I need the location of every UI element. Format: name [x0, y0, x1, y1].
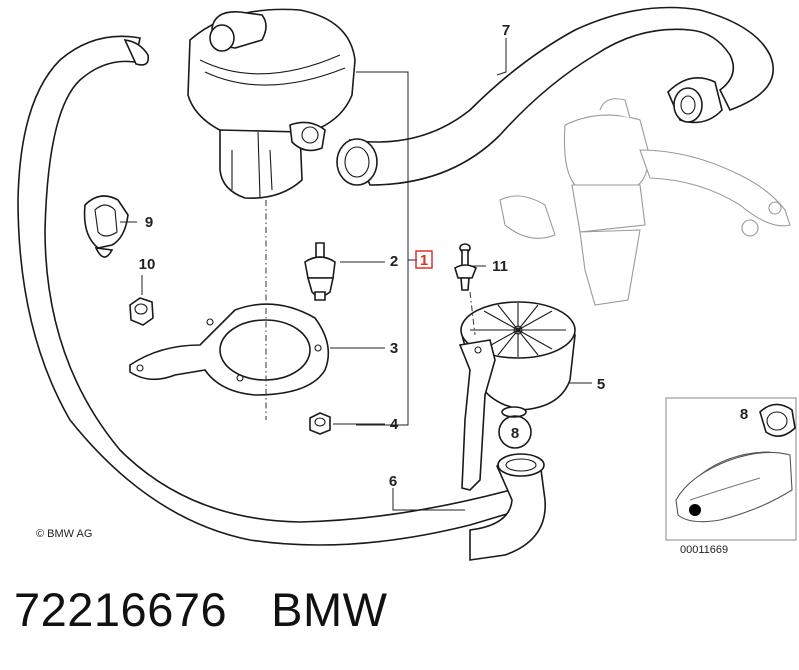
parts-diagram: 1 2 3 4 5 6 7 8 9 10 11 © BMW AG 8 00011…	[17, 6, 797, 561]
callout-11: 11	[492, 258, 508, 275]
ghost-valve-assembly	[499, 98, 791, 306]
diagram-id: 00011669	[680, 544, 728, 556]
caption: 72216676 BMW	[14, 582, 784, 652]
callout-5: 5	[597, 376, 605, 393]
air-filter-5	[458, 301, 576, 491]
clip-11	[454, 243, 478, 291]
callout-10: 10	[139, 256, 156, 273]
brand-name: BMW	[271, 583, 388, 636]
rubber-mount-2	[304, 242, 336, 301]
callout-8-circled: 8	[511, 425, 519, 442]
callout-9: 9	[145, 214, 153, 231]
hose-7	[348, 6, 774, 186]
air-pump	[187, 8, 356, 199]
callout-1: 1	[420, 252, 428, 269]
callout-2: 2	[390, 253, 398, 270]
callout-4: 4	[390, 416, 399, 433]
highlight-box	[415, 250, 433, 269]
clamp-9	[83, 195, 129, 258]
location-marker	[689, 504, 701, 516]
part-number: 72216676	[14, 583, 228, 636]
inset-panel: 8	[665, 397, 797, 541]
callout-7: 7	[502, 22, 510, 39]
callout-8-inset: 8	[740, 406, 748, 423]
nut-10	[129, 297, 154, 326]
nut-4	[309, 412, 331, 435]
callout-3: 3	[390, 340, 398, 357]
copyright-text: © BMW AG	[36, 528, 92, 540]
callout-6: 6	[389, 473, 397, 490]
hose-6-long	[17, 35, 521, 546]
